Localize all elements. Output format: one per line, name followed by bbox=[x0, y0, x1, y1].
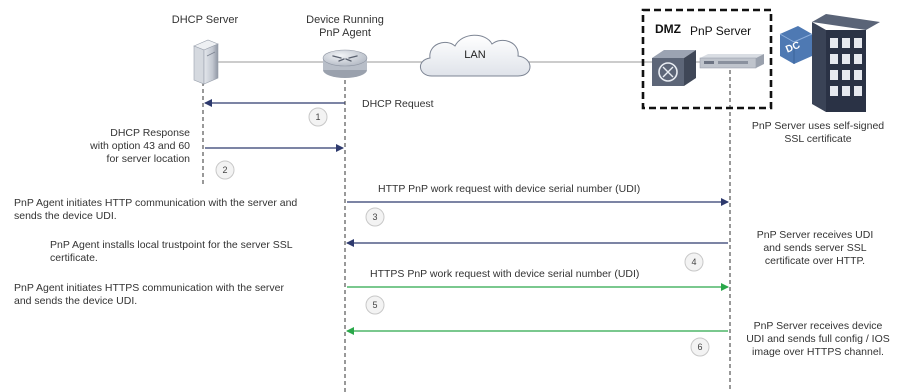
step-number-2: 2 bbox=[222, 165, 227, 175]
step-circle-2 bbox=[215, 160, 235, 180]
step-circle-3 bbox=[365, 207, 385, 227]
step-number-4: 4 bbox=[691, 257, 696, 267]
note-server-ssl-line3: certificate over HTTP. bbox=[764, 255, 866, 267]
step-circles bbox=[215, 107, 710, 357]
router-icon bbox=[322, 49, 368, 78]
dmz-label: DMZ bbox=[655, 22, 681, 36]
dhcp-server-label: DHCP Server bbox=[171, 14, 239, 26]
ssl-note-line2: SSL certificate bbox=[784, 133, 852, 145]
note-https-line2: and sends the device UDI. bbox=[14, 295, 138, 307]
dhcp-server-icon bbox=[193, 39, 219, 85]
msg-http-request: HTTP PnP work request with device serial… bbox=[378, 183, 641, 195]
note-server-ssl-line1: PnP Server receives UDI bbox=[756, 229, 874, 241]
note-trustpoint-line1: PnP Agent installs local trustpoint for … bbox=[50, 239, 293, 251]
note-https-line1: PnP Agent initiates HTTPS communication … bbox=[14, 282, 285, 294]
step-number-6: 6 bbox=[697, 342, 702, 352]
note-server-ssl-line2: and sends server SSL bbox=[763, 242, 867, 254]
pnp-server-icon bbox=[699, 54, 764, 69]
step-circle-6 bbox=[690, 337, 710, 357]
device-label-line1: Device Running bbox=[306, 14, 384, 26]
dmz-zone bbox=[641, 8, 773, 110]
msg-dhcp-response-line2: with option 43 and 60 bbox=[90, 140, 190, 152]
msg-https-request: HTTPS PnP work request with device seria… bbox=[370, 268, 640, 280]
ssl-note-line1: PnP Server uses self-signed bbox=[751, 120, 885, 132]
note-http-line1: PnP Agent initiates HTTP communication w… bbox=[14, 197, 298, 209]
device-label-line2: PnP Agent bbox=[319, 27, 371, 39]
step-number-3: 3 bbox=[372, 212, 377, 222]
dc-badge-label: DC bbox=[784, 40, 802, 56]
note-server-config-line1: PnP Server receives device bbox=[753, 320, 883, 332]
step-number-1: 1 bbox=[315, 112, 320, 122]
lan-label: LAN bbox=[464, 49, 486, 61]
msg-dhcp-response-line3: for server location bbox=[106, 153, 190, 165]
note-trustpoint-line2: certificate. bbox=[50, 252, 98, 264]
msg-dhcp-response-line1: DHCP Response bbox=[110, 127, 190, 139]
step-circle-5 bbox=[365, 295, 385, 315]
note-server-config-line3: image over HTTPS channel. bbox=[752, 346, 884, 358]
pnp-server-label: PnP Server bbox=[690, 24, 752, 38]
note-server-config-line2: UDI and sends full config / IOS bbox=[746, 333, 890, 345]
step-circle-1 bbox=[308, 107, 328, 127]
note-http-line2: sends the device UDI. bbox=[14, 210, 117, 222]
step-circle-4 bbox=[684, 252, 704, 272]
firewall-icon bbox=[652, 50, 696, 86]
lan-cloud-icon bbox=[420, 34, 531, 77]
datacenter-icon bbox=[779, 14, 880, 112]
msg-dhcp-request: DHCP Request bbox=[362, 98, 434, 110]
step-number-5: 5 bbox=[372, 300, 377, 310]
